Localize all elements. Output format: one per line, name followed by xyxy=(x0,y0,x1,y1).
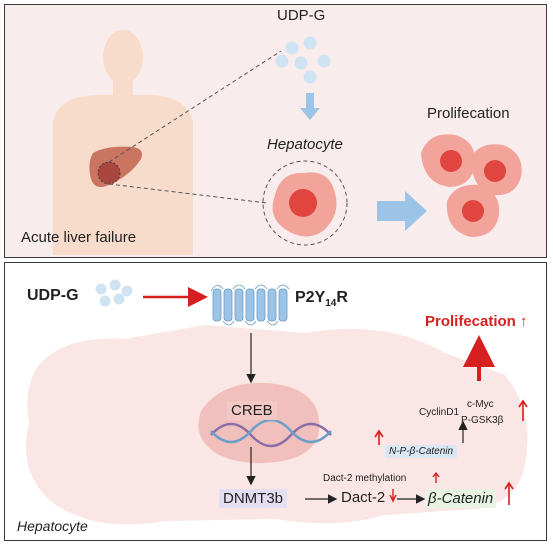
top-udp-g-label: UDP-G xyxy=(277,7,326,24)
bottom-udp-g-label: UDP-G xyxy=(27,287,79,304)
up-arrow-icon xyxy=(504,481,514,505)
bottom-proliferation-label: Prolifecation ↑ xyxy=(425,313,528,330)
bottom-proliferation-text: Prolifecation xyxy=(425,313,516,330)
p2y14r-receptor-icon xyxy=(210,284,290,326)
bottom-hepatocyte-label: Hepatocyte xyxy=(17,518,88,534)
creb-label: CREB xyxy=(227,401,277,420)
beta-catenin-label: β-Catenin xyxy=(425,489,497,508)
cmyc-label: c-Myc xyxy=(467,399,494,410)
udp-g-molecules xyxy=(95,279,133,307)
dact2-methylation-label: Dact-2 methylation xyxy=(323,473,407,484)
pgsk3b-label: P-GSK3β xyxy=(461,415,504,426)
acute-liver-failure-label: Acute liver failure xyxy=(21,229,137,246)
hepatocyte-nucleus xyxy=(289,189,317,217)
dnmt3b-label: DNMT3b xyxy=(219,489,288,508)
p2y14r-label-end: R xyxy=(336,289,348,306)
udp-g-molecules xyxy=(275,36,331,84)
bottom-panel: UDP-G P2Y14R Prolifecation ↑ CREB DNMT3b… xyxy=(4,262,547,541)
p2y14r-label-sub: 14 xyxy=(325,298,337,310)
dna-helix-icon xyxy=(210,418,332,448)
human-body-figure xyxy=(53,30,193,255)
dact2-label: Dact-2 xyxy=(341,489,386,506)
down-arrow-icon xyxy=(389,489,397,503)
down-arrow-icon xyxy=(300,93,320,120)
top-proliferation-label: Prolifecation xyxy=(427,105,510,122)
cyclind1-label: CyclinD1 xyxy=(419,407,460,418)
hepatocyte-zoom-circle xyxy=(262,160,348,246)
up-arrow-icon xyxy=(518,399,528,421)
right-arrow-icon xyxy=(377,191,427,231)
up-arrow-icon xyxy=(432,471,440,483)
np-beta-catenin-label: N-P-β-Catenin xyxy=(385,445,458,458)
p2y14r-label: P2Y14R xyxy=(295,289,348,309)
up-arrow-icon xyxy=(374,429,384,445)
top-panel: UDP-G Hepatocyte Prolifecation Acute liv… xyxy=(4,4,547,258)
bottom-panel-illustration xyxy=(26,279,528,525)
liver-zoom-circle xyxy=(97,161,121,185)
proliferating-cells xyxy=(421,134,522,237)
up-arrow-icon: ↑ xyxy=(520,313,528,330)
top-hepatocyte-label: Hepatocyte xyxy=(267,136,343,153)
top-panel-illustration xyxy=(53,30,522,255)
p2y14r-label-main: P2Y xyxy=(295,289,326,306)
